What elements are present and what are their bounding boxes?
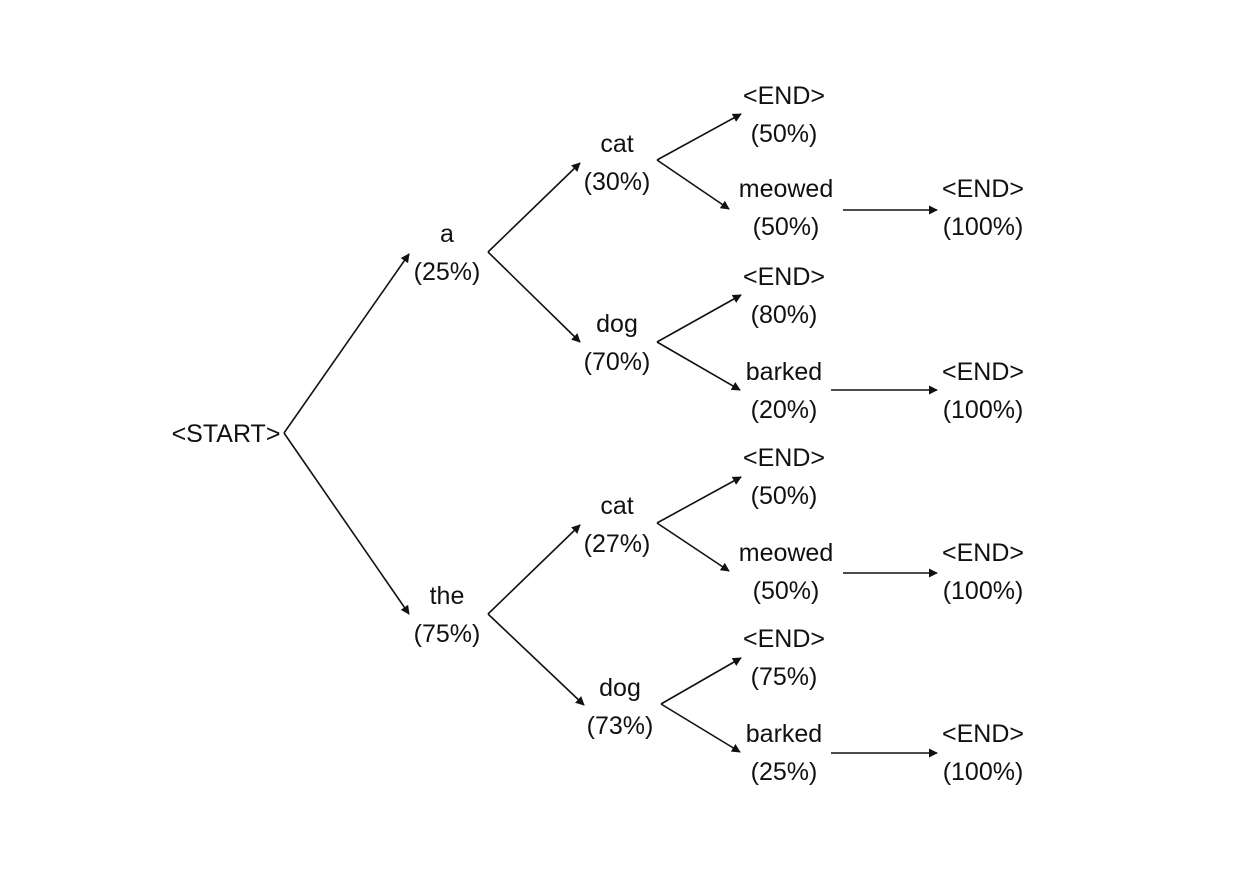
node-a-dog-end: <END> (80%) <box>743 263 825 329</box>
edge-the-dog-to-barked <box>660 703 741 753</box>
node-probability: (75%) <box>751 663 818 691</box>
node-word: <END> <box>743 444 825 472</box>
node-word: <END> <box>743 82 825 110</box>
node-probability: (20%) <box>751 396 818 424</box>
node-probability: (73%) <box>587 712 654 740</box>
node-probability: (50%) <box>753 577 820 605</box>
edge-a-to-cat <box>487 162 581 253</box>
node-probability: (30%) <box>584 168 651 196</box>
node-the-cat: cat (27%) <box>584 492 651 558</box>
edge-start-to-a <box>283 253 410 434</box>
nodes-layer: <START> a (25%) the (75%) cat (30%) dog … <box>172 82 1024 786</box>
node-word: <END> <box>743 625 825 653</box>
node-probability: (100%) <box>943 758 1024 786</box>
node-the-cat-meowed: meowed (50%) <box>739 539 834 605</box>
edge-a-cat-to-meowed <box>656 159 730 210</box>
node-the-dog-end: <END> (75%) <box>743 625 825 691</box>
node-the-cat-meowed-end: <END> (100%) <box>942 539 1024 605</box>
edge-start-to-the <box>283 432 410 615</box>
node-a-cat: cat (30%) <box>584 130 651 196</box>
node-word: dog <box>599 674 641 702</box>
node-probability: (50%) <box>751 482 818 510</box>
node-a-cat-meowed-end: <END> (100%) <box>942 175 1024 241</box>
node-word: barked <box>746 720 822 748</box>
node-start: <START> <box>172 420 281 448</box>
node-the-dog-barked-end: <END> (100%) <box>942 720 1024 786</box>
node-probability: (100%) <box>943 577 1024 605</box>
node-probability: (50%) <box>751 120 818 148</box>
node-a-cat-meowed: meowed (50%) <box>739 175 834 241</box>
node-probability: (100%) <box>943 396 1024 424</box>
node-word: cat <box>600 130 633 158</box>
edge-the-cat-to-meowed <box>656 522 730 572</box>
node-probability: (27%) <box>584 530 651 558</box>
node-word: barked <box>746 358 822 386</box>
node-word: meowed <box>739 539 834 567</box>
node-probability: (75%) <box>414 620 481 648</box>
node-a: a (25%) <box>414 220 481 286</box>
edge-the-dog-to-end <box>660 657 742 705</box>
edge-a-dog-to-end <box>656 294 742 343</box>
node-word: the <box>430 582 465 610</box>
node-word: dog <box>596 310 638 338</box>
node-probability: (25%) <box>751 758 818 786</box>
node-word: <END> <box>942 175 1024 203</box>
node-the-cat-end: <END> (50%) <box>743 444 825 510</box>
node-word: meowed <box>739 175 834 203</box>
node-probability: (80%) <box>751 301 818 329</box>
node-word: <END> <box>743 263 825 291</box>
node-word: <END> <box>942 720 1024 748</box>
node-a-dog-barked-end: <END> (100%) <box>942 358 1024 424</box>
node-a-dog-barked: barked (20%) <box>746 358 822 424</box>
node-the: the (75%) <box>414 582 481 648</box>
node-the-dog-barked: barked (25%) <box>746 720 822 786</box>
node-word: <END> <box>942 358 1024 386</box>
node-probability: (25%) <box>414 258 481 286</box>
edge-the-to-dog <box>487 613 585 706</box>
edges-layer <box>283 113 938 758</box>
node-probability: (70%) <box>584 348 651 376</box>
edge-the-cat-to-end <box>656 476 742 524</box>
edge-a-cat-to-end <box>656 113 742 161</box>
node-a-cat-end: <END> (50%) <box>743 82 825 148</box>
node-word: <START> <box>172 420 281 448</box>
node-a-dog: dog (70%) <box>584 310 651 376</box>
edge-the-to-cat <box>487 524 581 615</box>
node-word: a <box>440 220 454 248</box>
node-the-dog: dog (73%) <box>587 674 654 740</box>
node-word: <END> <box>942 539 1024 567</box>
node-word: cat <box>600 492 633 520</box>
edge-a-dog-to-barked <box>656 341 741 391</box>
node-probability: (100%) <box>943 213 1024 241</box>
node-probability: (50%) <box>753 213 820 241</box>
edge-a-to-dog <box>487 251 581 343</box>
